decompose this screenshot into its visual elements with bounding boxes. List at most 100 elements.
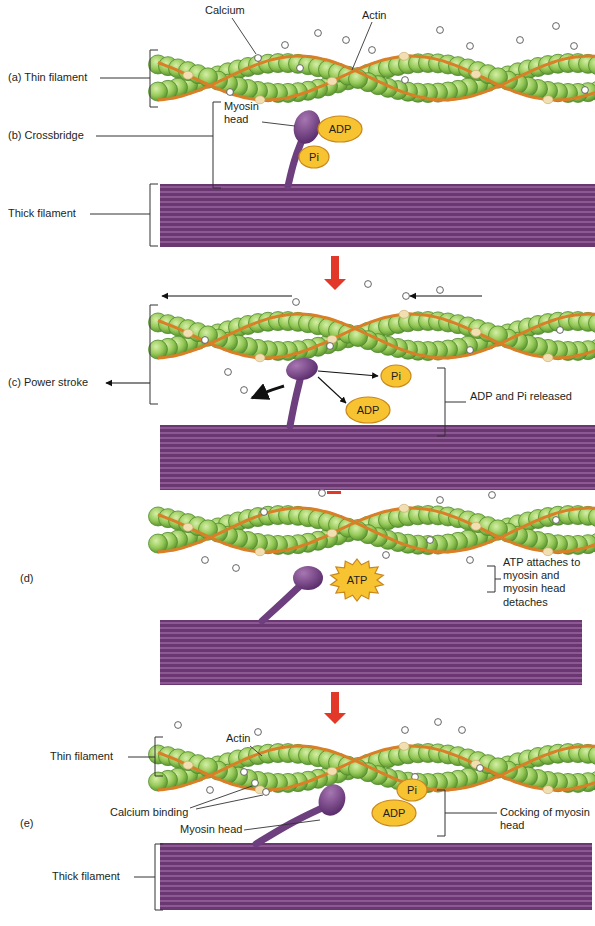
myosin-crossbridge <box>284 355 319 426</box>
thick-filament-stripe <box>160 905 592 906</box>
part-label: Myosin head <box>180 823 242 836</box>
calcium-ion <box>553 517 560 524</box>
calcium-ion <box>175 722 182 729</box>
tropomyosin-strand <box>158 746 595 790</box>
thick-filament-stripe <box>160 632 582 633</box>
protein-label: Actin <box>362 9 386 22</box>
calcium-ion <box>293 299 300 306</box>
thick-filament <box>160 184 595 247</box>
calcium-ion <box>233 565 240 572</box>
thick-filament-stripe <box>160 487 595 488</box>
thick-filament-stripe <box>160 206 595 207</box>
calcium-ion <box>365 281 372 288</box>
thick-filament <box>160 425 595 490</box>
molecule-label: Pi <box>391 370 401 382</box>
thick-filament-stripe <box>160 622 582 623</box>
calcium-ion <box>571 43 578 50</box>
label-bracket <box>150 305 158 404</box>
myosin-head <box>284 355 319 382</box>
troponin <box>471 328 481 336</box>
thick-filament-stripe <box>160 900 592 901</box>
panel-label: (a) Thin filament <box>8 71 87 84</box>
bracket-line <box>487 566 501 592</box>
motion-arrow <box>162 295 292 296</box>
thick-filament-stripe <box>160 447 595 448</box>
troponin <box>183 523 193 531</box>
tropomyosin-strand <box>158 56 595 100</box>
troponin <box>183 71 193 79</box>
thick-filament-stripe <box>160 472 595 473</box>
calcium-ion <box>241 769 248 776</box>
thick-filament-stripe <box>160 216 595 217</box>
calcium-ion <box>225 369 232 376</box>
myosin-neck <box>290 380 300 426</box>
thick-filament-stripe <box>160 672 582 673</box>
label-bracket <box>128 737 163 776</box>
thick-filament-stripe <box>160 677 582 678</box>
bracket-line <box>134 844 163 910</box>
tropomyosin-strand <box>158 746 595 790</box>
part-label: Myosin head <box>224 100 268 126</box>
calcium-ion <box>437 287 444 294</box>
thick-filament-stripe <box>160 196 595 197</box>
phosphate-molecule: Pi <box>396 778 428 802</box>
calcium-ion <box>467 347 474 354</box>
thick-filament-stripe <box>160 457 595 458</box>
calcium-ion <box>489 492 496 499</box>
structure-label: Thin filament <box>50 750 113 763</box>
artwork <box>90 18 595 910</box>
thick-filament-body <box>160 184 595 247</box>
thick-filament-stripe <box>160 667 582 668</box>
calcium-ion <box>255 55 262 62</box>
thick-filament-stripe <box>160 186 595 187</box>
troponin <box>543 354 553 362</box>
thick-filament-stripe <box>160 895 592 896</box>
calcium-ion <box>297 65 304 72</box>
myosin-neck <box>256 808 322 844</box>
panel-label: (d) <box>20 572 33 585</box>
structure-label: Thick filament <box>8 207 76 220</box>
thin-filament <box>149 742 595 794</box>
thick-filament-stripe <box>160 452 595 453</box>
calcium-ion <box>343 37 350 44</box>
calcium-ion <box>459 727 466 734</box>
thick-filament-stripe <box>160 890 592 891</box>
calcium-ion <box>383 552 390 559</box>
thick-filament-stripe <box>160 236 595 237</box>
thick-filament-stripe <box>160 870 592 871</box>
calcium-ion <box>369 47 376 54</box>
thick-filament-body <box>160 620 582 685</box>
actin-bead <box>589 314 595 333</box>
thick-filament-stripe <box>160 201 595 202</box>
step-note: Cocking of myosin head <box>500 806 592 832</box>
bracket-line <box>96 102 221 188</box>
thick-filament-stripe <box>160 477 595 478</box>
thick-filament-stripe <box>160 432 595 433</box>
step-arrow <box>324 256 346 290</box>
step-note: ADP and Pi released <box>470 390 588 403</box>
leader-line <box>196 795 263 809</box>
panel-label: (b) Crossbridge <box>8 129 84 142</box>
thick-filament-stripe <box>160 427 595 428</box>
troponin <box>399 742 409 750</box>
thick-filament-stripe <box>160 682 582 683</box>
thick-filament <box>160 620 582 685</box>
atp-molecule: ATP <box>329 558 385 602</box>
thick-filament-stripe <box>160 652 582 653</box>
thick-filament-stripe <box>160 657 582 658</box>
thick-filament-stripe <box>160 647 582 648</box>
step-arrow <box>324 692 346 724</box>
leader-line <box>352 22 372 70</box>
bracket-line <box>437 790 497 836</box>
thick-filament-stripe <box>160 467 595 468</box>
thick-filament-stripe <box>160 241 595 242</box>
label-bracket <box>437 790 497 836</box>
myosin-head <box>293 566 323 590</box>
leader-line <box>244 820 320 830</box>
leader-line <box>232 18 256 54</box>
thick-filament-stripe <box>160 860 592 861</box>
thick-filament-stripe <box>160 855 592 856</box>
troponin <box>399 504 409 512</box>
